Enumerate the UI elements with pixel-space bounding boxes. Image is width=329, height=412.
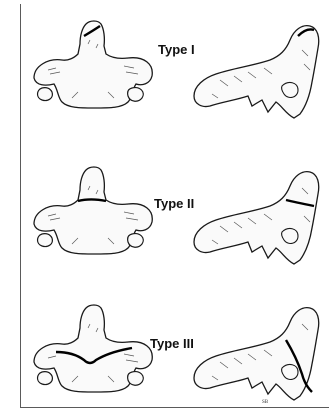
left-lateral-mass: [38, 234, 53, 247]
type-2-front-view-illustration: [28, 164, 158, 264]
artist-signature: SB: [262, 400, 268, 405]
right-lateral-mass: [128, 234, 144, 248]
right-lateral-mass: [128, 88, 144, 102]
right-lateral-mass: [128, 372, 144, 386]
type-2-lateral-view-illustration: [190, 166, 322, 270]
vertebra-lateral: [194, 26, 319, 118]
type-1-front-view-illustration: [28, 18, 158, 118]
frame-line-left: [20, 4, 21, 408]
type-2-label: Type II: [154, 196, 194, 211]
frame-line-bottom: [20, 407, 329, 408]
left-lateral-mass: [38, 88, 53, 101]
vertebra-lateral: [194, 172, 319, 264]
type-1-lateral-view-illustration: [190, 20, 322, 124]
type-3-label: Type III: [150, 336, 194, 351]
type-3-lateral-view-illustration: [190, 302, 322, 406]
vertebra-lateral: [194, 308, 319, 400]
left-lateral-mass: [38, 372, 53, 385]
type-3-front-view-illustration: [28, 302, 158, 402]
